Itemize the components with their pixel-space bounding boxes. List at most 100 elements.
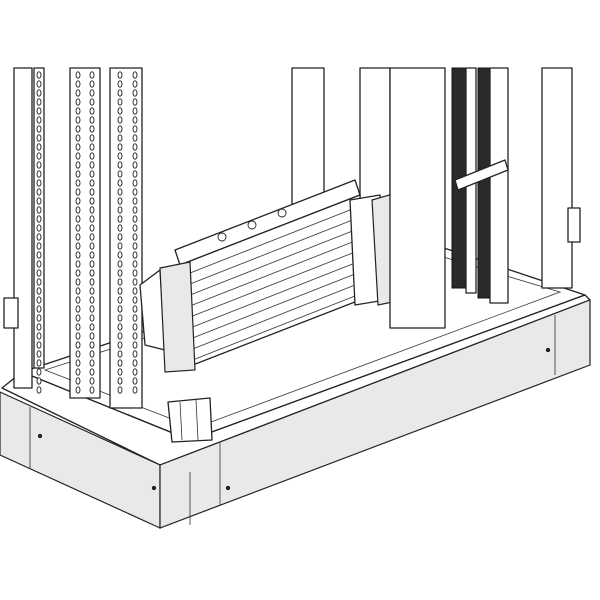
mounting-hole	[89, 278, 95, 286]
mounting-hole	[117, 80, 123, 88]
mounting-hole	[36, 233, 42, 241]
mounting-hole	[89, 368, 95, 376]
mounting-hole	[75, 152, 81, 160]
mounting-hole	[132, 332, 138, 340]
mounting-hole	[89, 323, 95, 331]
mounting-hole	[89, 233, 95, 241]
mounting-hole	[132, 377, 138, 385]
mounting-hole	[75, 215, 81, 223]
mounting-hole	[132, 206, 138, 214]
mounting-hole	[132, 224, 138, 232]
mounting-hole	[132, 170, 138, 178]
mounting-hole	[36, 179, 42, 187]
mounting-hole	[75, 179, 81, 187]
mounting-hole	[36, 143, 42, 151]
mounting-hole	[75, 71, 81, 79]
mounting-hole	[132, 305, 138, 313]
mounting-hole	[117, 143, 123, 151]
corner-bracket	[167, 397, 213, 443]
busbar	[184, 284, 356, 353]
mounting-hole	[132, 197, 138, 205]
mounting-hole	[132, 323, 138, 331]
mounting-hole	[117, 197, 123, 205]
mounting-hole	[117, 296, 123, 304]
mounting-hole	[89, 260, 95, 268]
mounting-hole	[89, 107, 95, 115]
mounting-hole	[117, 224, 123, 232]
mounting-hole	[89, 206, 95, 214]
mounting-hole	[89, 89, 95, 97]
mounting-hole	[75, 368, 81, 376]
mounting-hole	[75, 107, 81, 115]
mounting-hole	[36, 134, 42, 142]
mounting-hole	[132, 107, 138, 115]
mounting-hole	[132, 71, 138, 79]
mounting-hole	[89, 134, 95, 142]
mounting-hole	[117, 206, 123, 214]
mounting-hole	[89, 80, 95, 88]
mounting-hole	[75, 188, 81, 196]
mounting-hole	[36, 125, 42, 133]
mounting-hole	[117, 251, 123, 259]
mounting-hole	[132, 215, 138, 223]
mounting-hole	[117, 233, 123, 241]
mounting-hole	[132, 161, 138, 169]
mounting-hole	[36, 206, 42, 214]
mounting-hole	[75, 386, 81, 394]
mounting-hole	[36, 80, 42, 88]
mounting-hole	[89, 386, 95, 394]
mounting-hole	[117, 170, 123, 178]
mounting-hole	[75, 359, 81, 367]
mounting-hole	[132, 386, 138, 394]
mounting-hole	[75, 260, 81, 268]
mounting-hole	[89, 359, 95, 367]
mounting-hole	[132, 368, 138, 376]
mounting-hole	[75, 134, 81, 142]
mounting-hole	[36, 71, 42, 79]
mounting-hole	[36, 386, 42, 394]
mounting-hole	[75, 206, 81, 214]
mounting-hole	[89, 188, 95, 196]
mounting-hole	[117, 188, 123, 196]
mounting-hole	[75, 278, 81, 286]
mounting-hole	[36, 341, 42, 349]
mounting-hole	[89, 305, 95, 313]
mounting-hole	[36, 215, 42, 223]
mounting-hole	[75, 197, 81, 205]
mounting-hole	[36, 332, 42, 340]
mounting-hole	[75, 143, 81, 151]
mounting-hole	[132, 188, 138, 196]
mounting-hole	[89, 269, 95, 277]
busbar	[184, 262, 356, 331]
mounting-hole	[75, 296, 81, 304]
mounting-hole	[36, 287, 42, 295]
mounting-hole	[117, 305, 123, 313]
plinth	[0, 294, 591, 529]
mounting-hole	[75, 170, 81, 178]
mounting-hole	[36, 368, 42, 376]
mounting-hole	[75, 224, 81, 232]
left-uprights	[3, 67, 143, 409]
mounting-hole	[36, 98, 42, 106]
mounting-hole	[36, 296, 42, 304]
mounting-hole	[89, 332, 95, 340]
mounting-hole	[75, 125, 81, 133]
busbar	[184, 229, 356, 298]
mounting-hole	[117, 242, 123, 250]
mounting-hole	[36, 116, 42, 124]
mounting-hole	[89, 179, 95, 187]
mounting-hole	[36, 161, 42, 169]
mounting-hole	[89, 197, 95, 205]
mounting-hole	[132, 98, 138, 106]
mounting-hole	[117, 287, 123, 295]
mounting-hole	[132, 125, 138, 133]
mounting-hole	[89, 125, 95, 133]
mounting-hole	[75, 242, 81, 250]
mounting-hole	[36, 152, 42, 160]
mounting-hole	[89, 152, 95, 160]
mounting-hole	[89, 314, 95, 322]
mounting-hole	[36, 269, 42, 277]
busbar	[184, 207, 356, 276]
mounting-hole	[117, 107, 123, 115]
mounting-hole	[132, 296, 138, 304]
